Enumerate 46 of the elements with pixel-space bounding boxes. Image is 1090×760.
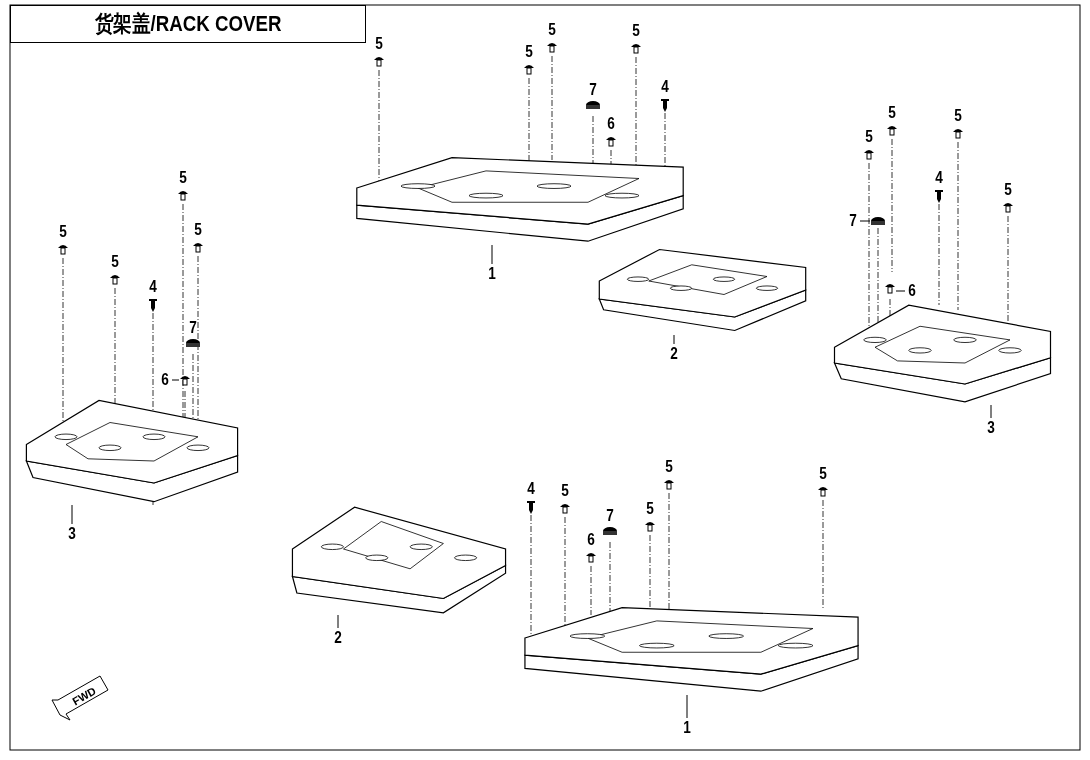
leader-line <box>990 404 992 419</box>
callout-number: 5 <box>194 220 202 240</box>
callout-number: 1 <box>485 264 499 284</box>
leader-line <box>673 334 675 345</box>
title-text: 货架盖/RACK COVER <box>94 10 282 38</box>
callout-number: 4 <box>935 168 943 188</box>
leader-line <box>71 504 73 525</box>
callout-number: 5 <box>59 222 67 242</box>
callout-number: 7 <box>589 80 597 100</box>
callout-number: 5 <box>111 252 119 272</box>
callout-number: 5 <box>665 457 673 477</box>
callout-number: 5 <box>179 168 187 188</box>
callout-number: 2 <box>331 628 345 648</box>
callout-number: 7 <box>189 318 197 338</box>
callout-number: 6 <box>906 281 918 301</box>
callout-number: 5 <box>1004 180 1012 200</box>
callout-number: 1 <box>680 718 694 738</box>
callout-number: 5 <box>865 127 873 147</box>
callout-number: 6 <box>607 114 615 134</box>
callout-number: 4 <box>661 77 669 97</box>
callout-number: 5 <box>888 103 896 123</box>
callout-number: 5 <box>819 464 827 484</box>
callout-number: 7 <box>847 211 859 231</box>
callout-number: 5 <box>632 21 640 41</box>
callout-number: 5 <box>646 499 654 519</box>
callout-number: 6 <box>587 530 595 550</box>
leader-line <box>895 290 906 292</box>
callout-number: 3 <box>65 524 79 544</box>
grommet-icon <box>870 216 886 228</box>
callout-number: 3 <box>984 418 998 438</box>
callout-number: 4 <box>527 479 535 499</box>
callout-number: 4 <box>149 277 157 297</box>
callout-number: 7 <box>606 506 614 526</box>
callout-number: 5 <box>525 42 533 62</box>
leader-line <box>686 694 688 719</box>
callout-number: 5 <box>375 34 383 54</box>
callout-number: 5 <box>561 481 569 501</box>
leader-line <box>859 220 871 222</box>
leader-line <box>171 379 180 381</box>
callout-number: 5 <box>954 106 962 126</box>
callout-number: 5 <box>548 20 556 40</box>
callout-number: 2 <box>667 344 681 364</box>
leader-line <box>337 614 339 629</box>
direction-label: FWD <box>69 683 99 710</box>
leader-line <box>491 244 493 265</box>
callout-number: 6 <box>159 370 171 390</box>
